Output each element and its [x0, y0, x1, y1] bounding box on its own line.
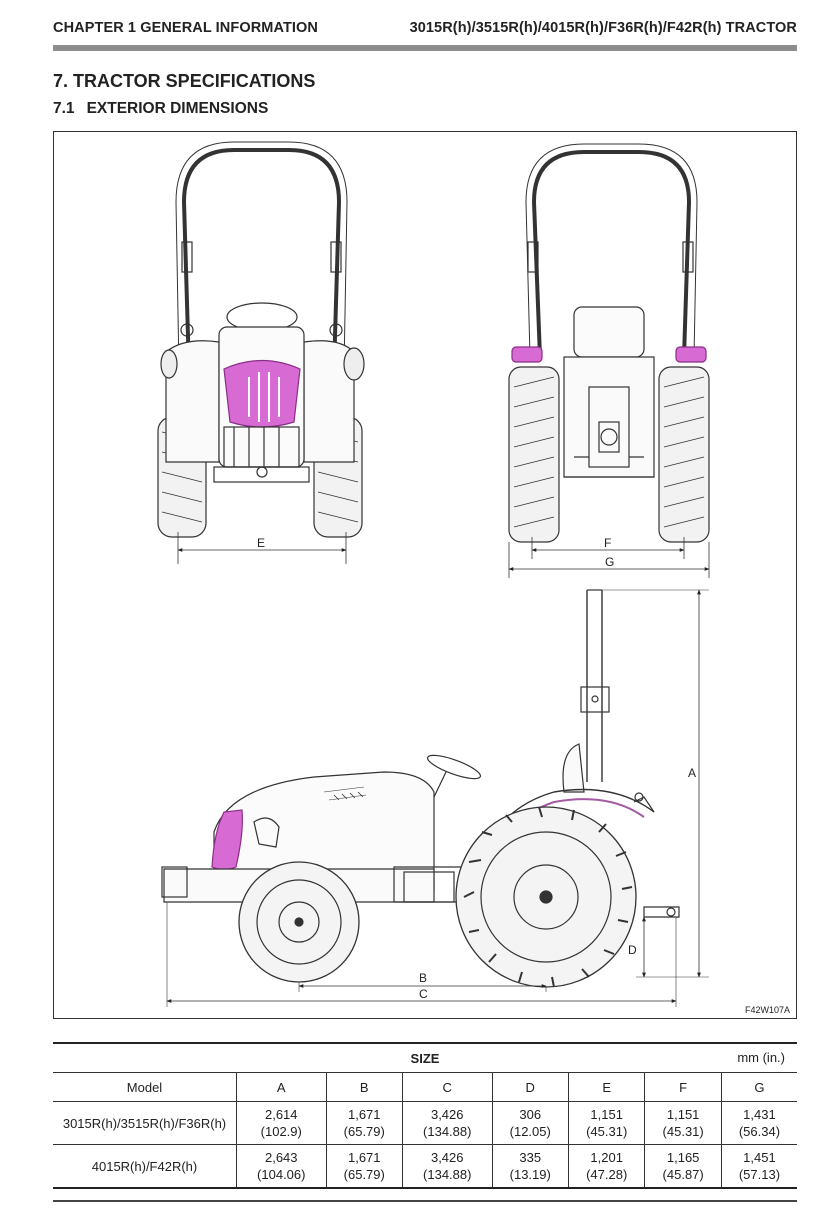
col-header-f: F: [644, 1072, 722, 1102]
label-f: F: [604, 536, 611, 550]
col-header-a: A: [236, 1072, 327, 1102]
dimension-c: [166, 902, 677, 1007]
value-cell-d: 306(12.05): [491, 1101, 569, 1145]
label-g: G: [605, 555, 614, 569]
col-header-d: D: [491, 1072, 569, 1102]
subsection-number: 7.1: [53, 100, 75, 117]
col-header-model: Model: [53, 1072, 237, 1102]
label-e: E: [257, 536, 265, 550]
subsection-label: EXTERIOR DIMENSIONS: [86, 100, 269, 117]
value-cell-b: 1,671(65.79): [325, 1101, 403, 1145]
dimension-f-g: [508, 537, 710, 578]
model-cell: 4015R(h)/F42R(h): [53, 1144, 237, 1189]
value-cell-a: 2,614(102.9): [236, 1101, 327, 1145]
value-cell-f: 1,165(45.87): [644, 1144, 722, 1189]
exterior-dimensions-figure: E F G A D B C F42W107A: [53, 131, 797, 1019]
page-header: CHAPTER 1 GENERAL INFORMATION 3015R(h)/3…: [53, 20, 797, 40]
size-caption-text: SIZE: [410, 1050, 440, 1066]
table-row: 3015R(h)/3515R(h)/F36R(h) 2,614(102.9) 1…: [53, 1101, 797, 1145]
model-series-title: 3015R(h)/3515R(h)/4015R(h)/F36R(h)/F42R(…: [409, 20, 797, 36]
chapter-title: CHAPTER 1 GENERAL INFORMATION: [53, 20, 318, 36]
figure-code: F42W107A: [744, 1005, 790, 1015]
side-view: [161, 589, 680, 988]
rear-view: [508, 143, 710, 543]
value-cell-a: 2,643(104.06): [236, 1144, 327, 1189]
header-rule: [53, 45, 797, 51]
front-view: [157, 141, 365, 538]
dimension-d: [642, 916, 674, 978]
value-cell-c: 3,426(134.88): [401, 1144, 493, 1189]
col-header-g: G: [720, 1072, 797, 1102]
model-cell: 3015R(h)/3515R(h)/F36R(h): [53, 1101, 237, 1145]
value-cell-f: 1,151(45.31): [644, 1101, 722, 1145]
col-header-b: B: [325, 1072, 403, 1102]
footer-rule: [53, 1200, 797, 1202]
unit-label: mm (in.): [737, 1050, 785, 1065]
dimension-b: [298, 982, 547, 992]
value-cell-e: 1,201(47.28): [567, 1144, 646, 1189]
label-c: C: [419, 987, 428, 1001]
value-cell-g: 1,451(57.13): [720, 1144, 797, 1189]
value-cell-d: 335(13.19): [491, 1144, 569, 1189]
value-cell-e: 1,151(45.31): [567, 1101, 646, 1145]
tractor-drawing: E F G A D B C: [157, 141, 710, 1007]
dimension-e: [177, 532, 347, 564]
value-cell-b: 1,671(65.79): [325, 1144, 403, 1189]
value-cell-g: 1,431(56.34): [720, 1101, 797, 1145]
col-header-e: E: [567, 1072, 646, 1102]
label-b: B: [419, 971, 427, 985]
value-cell-c: 3,426(134.88): [401, 1101, 493, 1145]
size-table-caption: SIZE mm (in.): [53, 1042, 797, 1073]
dimension-a: [602, 589, 709, 978]
label-d: D: [628, 943, 637, 957]
label-a: A: [688, 766, 696, 780]
size-table: SIZE mm (in.) Model A B C D E F G 3015R(…: [53, 1042, 797, 1189]
table-row: 4015R(h)/F42R(h) 2,643(104.06) 1,671(65.…: [53, 1144, 797, 1189]
subsection-title: 7.1 EXTERIOR DIMENSIONS: [53, 100, 268, 118]
col-header-c: C: [401, 1072, 493, 1102]
section-title: 7. TRACTOR SPECIFICATIONS: [53, 71, 316, 91]
column-header-row: Model A B C D E F G: [53, 1072, 797, 1102]
